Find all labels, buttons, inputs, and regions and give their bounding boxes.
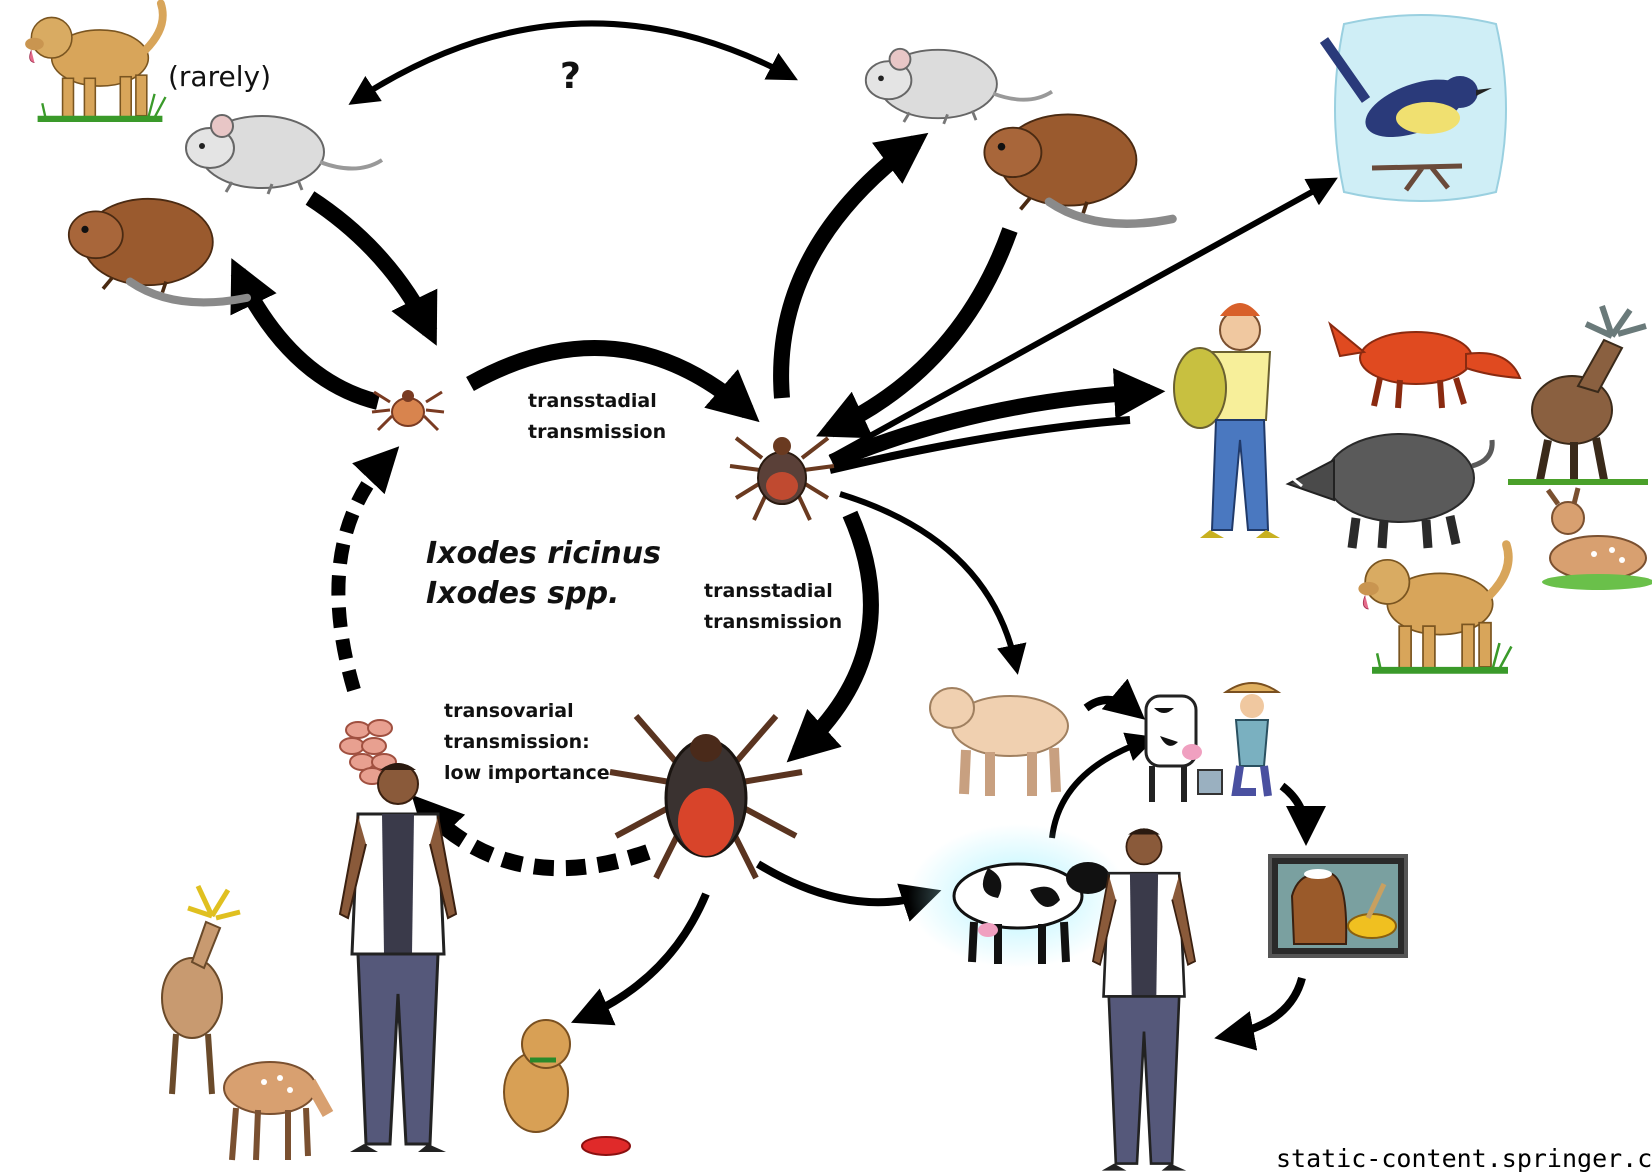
boar-image bbox=[1285, 433, 1495, 549]
arrow-adult-to-dog bbox=[570, 892, 710, 1026]
arrow-right-rodents-to-nymph bbox=[816, 227, 1018, 439]
transstadial-top-line1: transstadial bbox=[528, 390, 657, 412]
fox-image bbox=[1328, 321, 1522, 409]
arrow-nymph-to-mammals bbox=[829, 416, 1131, 474]
vole-right-image bbox=[984, 114, 1172, 223]
adult-tick bbox=[609, 714, 803, 880]
source-credit: static-content.springer.com bbox=[1276, 1144, 1652, 1173]
bird-image bbox=[1319, 14, 1507, 202]
nymph-tick bbox=[729, 436, 835, 521]
fawn-right-image bbox=[1542, 487, 1652, 590]
arrows bbox=[230, 20, 1338, 1051]
larva-tick bbox=[370, 388, 446, 432]
arrow-cow-to-milking bbox=[1049, 732, 1157, 839]
mouse-left-image bbox=[184, 113, 384, 196]
question-mark-label: ? bbox=[560, 56, 581, 97]
dog-bowl-image bbox=[503, 1019, 631, 1156]
dog-rarely-image bbox=[25, 3, 165, 120]
hiker-image bbox=[1173, 303, 1280, 538]
transovarial-line1: transovarial bbox=[444, 700, 574, 722]
arrow-question-double bbox=[348, 20, 798, 105]
cow-image bbox=[908, 824, 1128, 968]
arrow-goat-to-milking bbox=[1083, 678, 1146, 720]
transstadial-right-label: transstadial transmission bbox=[704, 576, 842, 638]
arrow-dairy-to-man bbox=[1214, 976, 1306, 1051]
arrow-nymph-to-adult bbox=[786, 510, 879, 763]
transovarial-label: transovarial transmission: low importanc… bbox=[444, 696, 610, 789]
stag-bottom-left-image bbox=[161, 884, 241, 1095]
arrow-nymph-to-goat bbox=[839, 491, 1027, 675]
transovarial-line2: transmission: bbox=[444, 731, 590, 753]
arrow-larva-to-left-vole bbox=[230, 258, 381, 410]
arrow-left-rodents-to-larva bbox=[305, 191, 438, 346]
species-line2: Ixodes spp. bbox=[426, 576, 620, 611]
fawn-bottom-left-image bbox=[223, 1061, 334, 1161]
transstadial-right-line1: transstadial bbox=[704, 580, 833, 602]
vole-left-image bbox=[69, 199, 247, 303]
arrow-nymph-to-hiker bbox=[828, 368, 1166, 470]
milking-image bbox=[1144, 682, 1282, 802]
species-label: Ixodes ricinus Ixodes spp. bbox=[426, 534, 661, 614]
transstadial-right-line2: transmission bbox=[704, 611, 843, 633]
man-bottom-right-image bbox=[1091, 827, 1197, 1172]
transstadial-top-label: transstadial transmission bbox=[528, 386, 666, 448]
arrow-nymph-to-bird bbox=[828, 177, 1338, 461]
arrow-eggs-to-larva bbox=[331, 446, 400, 692]
arrow-adult-to-cow bbox=[755, 860, 942, 922]
man-bottom-left-image bbox=[338, 761, 458, 1154]
species-line1: Ixodes ricinus bbox=[426, 536, 661, 571]
transovarial-line3: low importance bbox=[444, 762, 610, 784]
arrow-milking-to-dairy bbox=[1279, 782, 1326, 846]
arrow-nymph-to-right-rodents bbox=[773, 132, 929, 399]
goat-image bbox=[929, 687, 1069, 796]
tick-eggs bbox=[339, 719, 397, 785]
arrow-larva-to-nymph bbox=[466, 340, 760, 423]
dairy-products-image bbox=[1268, 854, 1408, 958]
rarely-label: (rarely) bbox=[168, 60, 271, 93]
arrow-adult-to-eggs bbox=[411, 794, 651, 877]
transstadial-top-line2: transmission bbox=[528, 421, 667, 443]
stag-image bbox=[1508, 305, 1648, 485]
mouse-right-image bbox=[863, 46, 1054, 126]
dog-right-image bbox=[1358, 545, 1511, 673]
